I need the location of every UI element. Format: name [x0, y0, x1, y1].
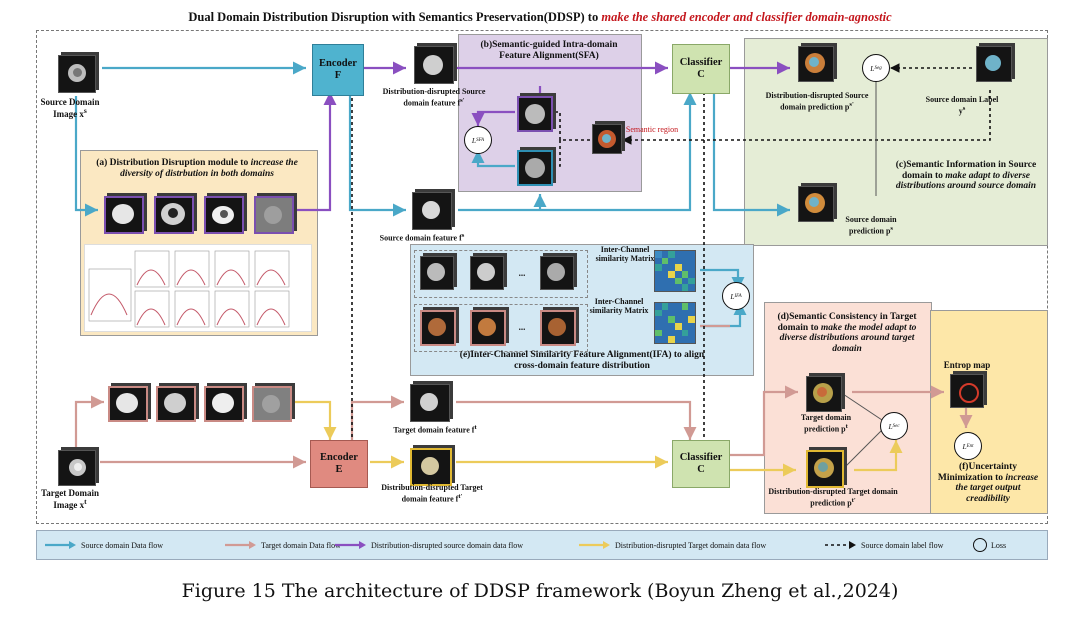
dd-image-4: [254, 196, 294, 234]
legend-arrow-label: [825, 541, 856, 549]
dd-source-pred-label: Distribution-disrupted Source domain pre…: [765, 91, 869, 112]
target-dd-image-4: [252, 386, 292, 422]
outer-frame: [36, 30, 1048, 524]
legend-dd-source-flow: Distribution-disrupted source domain dat…: [333, 531, 523, 559]
source-feature-label: Source domain feature fs: [379, 232, 465, 243]
ifa-channel-5: [470, 310, 506, 346]
target-pred-label: Target domain prediction pt: [800, 413, 852, 434]
source-pred-label: Source domain prediction ps: [845, 215, 897, 236]
legend-target-flow: Target domain Data flow: [223, 531, 341, 559]
legend-label-flow: Source domain label flow: [823, 531, 943, 559]
figure-title: Dual Domain Distribution Disruption with…: [0, 10, 1080, 25]
ifa-row-1-box: [414, 250, 588, 298]
ifa-channel-1: [420, 256, 454, 290]
module-b-text: (b)Semantic-guided Intra-domain Feature …: [480, 40, 618, 61]
sim-matrix-1-label: Inter-Channel similarity Matrix: [595, 245, 655, 263]
panel-e: [410, 244, 754, 376]
legend-source-flow: Source domain Data flow: [43, 531, 163, 559]
semantic-region-label: Semantic region: [625, 125, 679, 134]
sfa-feature-top: [517, 96, 553, 132]
target-dd-image-2: [156, 386, 196, 422]
ifa-dots-1: ...: [518, 268, 526, 278]
figure-caption: Figure 15 The architecture of DDSP frame…: [181, 580, 899, 602]
panel-f: [930, 310, 1048, 514]
title-main: Dual Domain Distribution Disruption with…: [188, 10, 602, 24]
disruption-curve-plots: [84, 244, 312, 332]
target-image-label: Target Domain Image xt: [41, 488, 99, 511]
ifa-channel-4: [420, 310, 456, 346]
ifa-channel-3: [540, 256, 574, 290]
sim-matrix-2-label: Inter-Channel similarity Matrix: [589, 297, 649, 315]
entropy-map-label: Entrop map: [943, 360, 991, 370]
module-d-text: (d)Semantic Consistency in Target domain…: [777, 312, 917, 354]
legend: Source domain Data flow Target domain Da…: [36, 530, 1048, 560]
target-dd-image-1: [108, 386, 148, 422]
source-label-text: Source domain Label ys: [925, 95, 999, 116]
dd-target-feature-label: Distribution-disrupted Target domain fea…: [381, 483, 483, 504]
legend-loss: Loss: [973, 531, 1006, 559]
target-image: [58, 450, 96, 486]
dd-target-pred-label: Distribution-disrupted Target domain pre…: [768, 487, 898, 508]
sim-matrix-2: [654, 302, 696, 344]
title-highlight: make the shared encoder and classifier d…: [601, 10, 892, 24]
source-feature: [412, 192, 452, 230]
dd-target-feature: [410, 448, 452, 486]
loss-circle-icon: [973, 538, 987, 552]
target-dd-image-3: [204, 386, 244, 422]
target-pred: [806, 376, 842, 412]
source-label-image: [976, 46, 1012, 82]
dd-source-feature: [414, 46, 454, 84]
module-a-text: (a) Distribution Disruption module to in…: [96, 158, 298, 179]
ifa-channel-6: [540, 310, 576, 346]
legend-arrow-dd-source: [335, 541, 366, 549]
ifa-row-2-box: [414, 304, 588, 352]
module-f-text: (f)Uncertainty Minimization to increase …: [937, 462, 1039, 504]
semantic-region-image: [592, 124, 622, 154]
legend-dd-target-flow: Distribution-disrupted Target domain dat…: [577, 531, 766, 559]
entropy-map: [950, 374, 984, 408]
ifa-channel-2: [470, 256, 504, 290]
module-c-text: (c)Semantic Information in Source domain…: [895, 160, 1037, 192]
dd-source-feature-label: Distribution-disrupted Source domain fea…: [382, 87, 486, 108]
dd-image-1: [104, 196, 144, 234]
source-image-label: Source Domain Image xs: [40, 97, 100, 120]
curve-plots-svg: [88, 250, 290, 328]
dd-image-2: [154, 196, 194, 234]
sfa-feature-bottom: [517, 150, 553, 186]
dd-image-3: [204, 196, 244, 234]
dd-target-pred: [806, 450, 844, 488]
ifa-dots-2: ...: [518, 322, 526, 332]
legend-arrow-dd-target: [579, 541, 610, 549]
sim-matrix-1: [654, 250, 696, 292]
legend-arrow-target: [225, 541, 256, 549]
target-feature-label: Target domain feature ft: [393, 424, 477, 435]
target-feature: [410, 384, 450, 422]
dd-source-pred: [798, 46, 834, 82]
source-image: [58, 55, 96, 93]
legend-arrow-source: [45, 541, 76, 549]
source-pred: [798, 186, 834, 222]
module-e-text: (e)Inter-Channel Similarity Feature Alig…: [459, 350, 705, 371]
